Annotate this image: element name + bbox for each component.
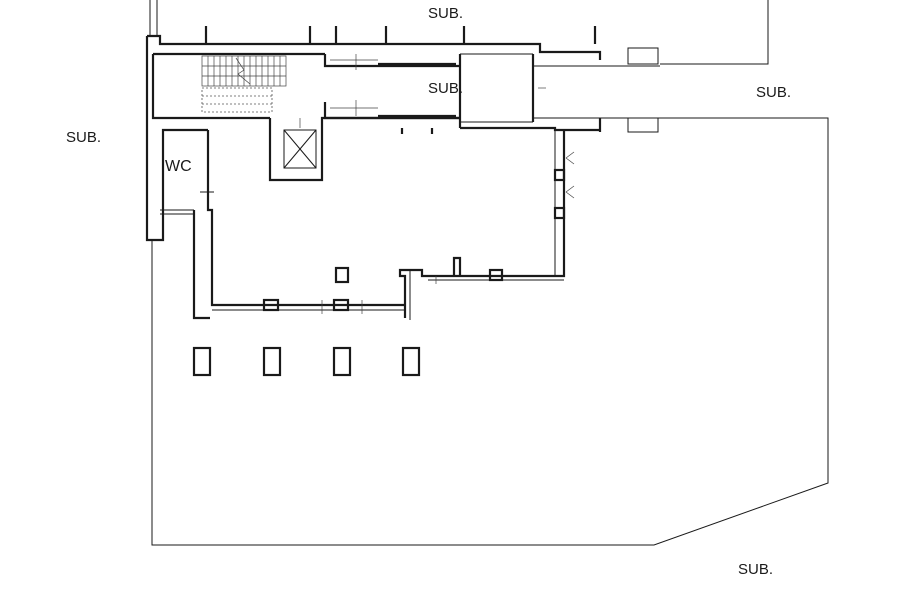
label-sub-bottom: SUB. — [738, 561, 773, 578]
label-sub-top: SUB. — [428, 5, 463, 22]
pillars — [192, 346, 421, 377]
pillar — [401, 346, 421, 377]
pillar — [332, 346, 352, 377]
right-fixtures — [598, 47, 659, 133]
label-sub-right: SUB. — [756, 84, 791, 101]
main-room-walls — [160, 126, 600, 320]
elevator-shaft — [268, 116, 460, 182]
label-sub-corridor: SUB. — [428, 80, 463, 97]
label-sub-left: SUB. — [66, 129, 101, 146]
upper-walls — [145, 26, 602, 242]
staircase — [201, 55, 287, 113]
lot-boundary — [149, 0, 829, 546]
pillar — [262, 346, 282, 377]
pillar — [192, 346, 212, 377]
label-wc: WC — [165, 158, 192, 175]
